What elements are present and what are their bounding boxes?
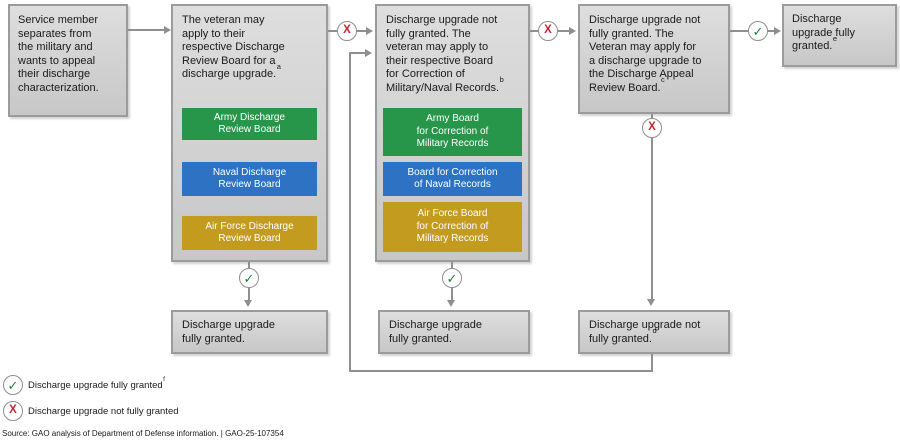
legend-not-granted-label: Discharge upgrade not fully granted — [28, 406, 179, 417]
cross-circle: X — [337, 21, 357, 41]
cross-icon: X — [544, 24, 552, 37]
feedback-loop-line — [651, 354, 653, 372]
service-member-separates-box: Service member separates from the milita… — [8, 4, 128, 117]
arrow-down-icon — [647, 299, 655, 306]
check-circle: ✓ — [748, 21, 768, 41]
final-fully-granted-text: Discharge upgrade fully granted. — [792, 13, 855, 52]
connector-line — [768, 30, 775, 32]
footnote-a: a — [276, 61, 281, 71]
check-icon: ✓ — [752, 23, 764, 39]
board-correction-naval-records-chip: Board for Correction of Naval Records — [383, 162, 522, 196]
discharge-review-board-text: The veteran may apply to their respectiv… — [182, 14, 285, 80]
footnote-f: f — [163, 376, 165, 384]
connector-line — [248, 262, 250, 268]
army-discharge-review-board-chip: Army Discharge Review Board — [182, 108, 317, 140]
final-fully-granted-box: Discharge upgrade fully granted.e — [782, 4, 897, 67]
connector-line — [730, 30, 748, 32]
arrow-down-icon — [447, 300, 455, 307]
connector-line — [357, 30, 367, 32]
cross-icon: X — [9, 404, 17, 417]
darb-not-fully-granted-text: Discharge upgrade not fully granted. — [589, 319, 701, 345]
naval-discharge-review-board-chip: Naval Discharge Review Board — [182, 162, 317, 196]
cross-icon: X — [648, 121, 656, 134]
legend-check-circle: ✓ — [3, 375, 23, 395]
check-circle: ✓ — [239, 268, 259, 288]
check-circle: ✓ — [442, 268, 462, 288]
connector-line — [451, 262, 453, 268]
air-force-board-correction-chip: Air Force Board for Correction of Milita… — [383, 202, 522, 252]
check-icon: ✓ — [446, 270, 458, 286]
connector-line — [651, 114, 653, 118]
discharge-appeal-review-board-text: Discharge upgrade not fully granted. The… — [589, 14, 702, 94]
air-force-discharge-review-board-chip: Air Force Discharge Review Board — [182, 216, 317, 250]
feedback-loop-line — [349, 370, 653, 372]
darb-not-fully-granted-box: Discharge upgrade not fully granted.d — [578, 310, 730, 354]
arrow-right-icon — [164, 25, 171, 34]
drb-fully-granted-box: Discharge upgrade fully granted. — [171, 310, 328, 354]
footnote-d: d — [652, 326, 657, 336]
arrow-right-icon — [365, 48, 372, 57]
connector-line — [558, 30, 569, 32]
cross-circle: X — [642, 118, 662, 138]
cross-icon: X — [343, 24, 351, 37]
drb-fully-granted-text: Discharge upgrade fully granted. — [182, 319, 275, 345]
legend-granted-label: Discharge upgrade fully grantedf — [28, 376, 165, 391]
source-credit: Source: GAO analysis of Department of De… — [2, 429, 284, 438]
connector-line — [530, 30, 538, 32]
connector-line — [248, 288, 250, 301]
check-icon: ✓ — [7, 377, 19, 393]
arrow-right-icon — [774, 26, 781, 35]
cross-circle: X — [538, 21, 558, 41]
arrow-right-icon — [569, 26, 576, 35]
footnote-e: e — [832, 33, 838, 43]
footnote-c: c — [661, 75, 665, 85]
connector-line — [651, 138, 653, 300]
connector-line — [451, 288, 453, 301]
connector-line — [328, 30, 337, 32]
bcmr-fully-granted-box: Discharge upgrade fully granted. — [378, 310, 530, 354]
army-board-correction-chip: Army Board for Correction of Military Re… — [383, 108, 522, 156]
arrow-down-icon — [244, 300, 252, 307]
legend-cross-circle: X — [3, 401, 23, 421]
arrow-right-icon — [366, 26, 373, 35]
connector-line — [128, 29, 164, 31]
discharge-review-board-box: The veteran may apply to their respectiv… — [171, 4, 328, 262]
feedback-loop-line — [351, 52, 366, 54]
service-member-separates-text: Service member separates from the milita… — [18, 14, 99, 94]
check-icon: ✓ — [243, 270, 255, 286]
board-for-correction-box: Discharge upgrade not fully granted. The… — [375, 4, 530, 262]
footnote-b: b — [499, 75, 504, 85]
feedback-loop-line — [349, 52, 351, 372]
discharge-appeal-review-board-box: Discharge upgrade not fully granted. The… — [578, 4, 730, 114]
bcmr-fully-granted-text: Discharge upgrade fully granted. — [389, 319, 482, 345]
board-for-correction-text: Discharge upgrade not fully granted. The… — [386, 14, 500, 94]
